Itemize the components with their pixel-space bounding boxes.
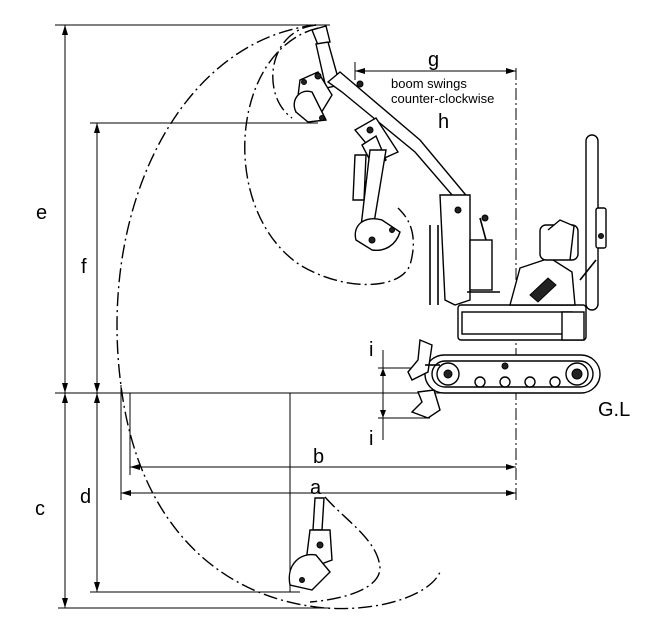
label-d: d bbox=[80, 486, 91, 508]
upper-structure bbox=[457, 214, 587, 341]
dozer-blade bbox=[407, 338, 441, 419]
c-arrow-bottom bbox=[62, 598, 68, 608]
label-i-upper: i bbox=[369, 339, 373, 361]
a-arrow-right bbox=[506, 490, 516, 496]
a-arrow-left bbox=[121, 490, 131, 496]
label-a: a bbox=[310, 477, 322, 499]
e-arrow-bottom bbox=[62, 383, 68, 393]
max-reach-envelope bbox=[116, 24, 441, 610]
i-upper-arrow bbox=[380, 368, 386, 376]
note-line-2: counter-clockwise bbox=[391, 91, 494, 106]
rops-canopy bbox=[579, 134, 607, 311]
e-arrow-top bbox=[62, 25, 68, 35]
boom bbox=[326, 71, 471, 306]
label-c: c bbox=[35, 498, 45, 520]
lowered-arm-attachment bbox=[288, 497, 333, 591]
c-arrow-top bbox=[62, 393, 68, 403]
label-h: h bbox=[438, 111, 449, 133]
d-arrow-top bbox=[94, 393, 100, 403]
d-arrow-bottom bbox=[94, 582, 100, 592]
f-arrow-bottom bbox=[94, 383, 100, 393]
b-arrow-right bbox=[506, 464, 516, 470]
raised-arm-attachment bbox=[293, 25, 341, 123]
label-f: f bbox=[81, 256, 87, 278]
dig-bottom-envelope bbox=[309, 496, 381, 603]
g-arrow-left bbox=[355, 68, 365, 74]
inner-range-envelope bbox=[244, 24, 415, 286]
g-arrow-right bbox=[506, 68, 516, 74]
b-arrow-left bbox=[130, 464, 140, 470]
label-i-lower: i bbox=[369, 428, 373, 450]
label-e: e bbox=[36, 202, 47, 224]
mid-arm-attachment bbox=[352, 149, 401, 252]
track-undercarriage bbox=[424, 354, 601, 394]
i-lower-arrow bbox=[380, 410, 386, 418]
label-g: g bbox=[428, 49, 439, 71]
label-b: b bbox=[313, 446, 324, 468]
f-arrow-top bbox=[94, 123, 100, 133]
note-line-1: boom swings bbox=[391, 76, 467, 91]
label-ground-line: G.L bbox=[598, 399, 630, 421]
